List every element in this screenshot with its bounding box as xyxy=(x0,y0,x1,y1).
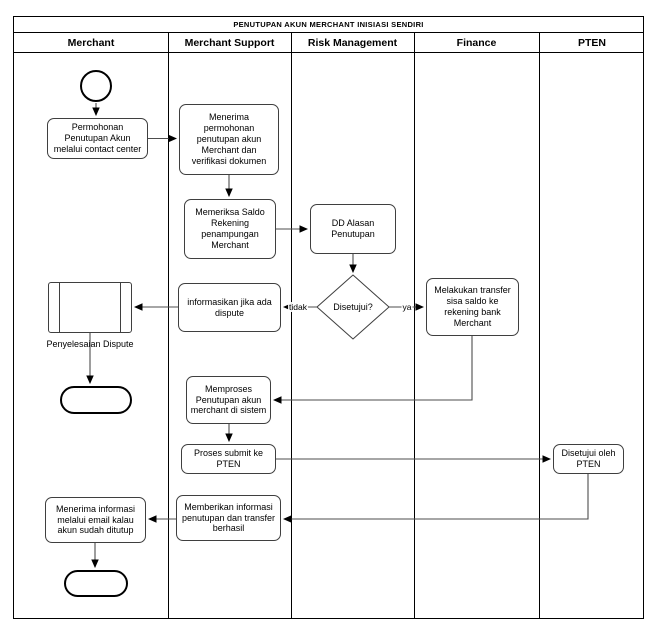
node-memeriksa-saldo: Memeriksa Saldo Rekening penampungan Mer… xyxy=(184,199,276,259)
lane-divider-2 xyxy=(291,33,292,618)
subprocess-right-bar xyxy=(120,283,121,332)
node-permohonan-penutupan: Permohonan Penutupan Akun melalui contac… xyxy=(47,118,148,159)
edge-label-tidak: tidak xyxy=(288,302,308,312)
end-event-dispute xyxy=(60,386,132,414)
lane-header-merchant-support: Merchant Support xyxy=(184,37,275,49)
label-penyelesaian-dispute: Penyelesaian Dispute xyxy=(46,339,134,349)
lane-divider-4 xyxy=(539,33,540,618)
lane-divider-3 xyxy=(414,33,415,618)
start-event-circle xyxy=(80,70,112,102)
lane-header-pten: PTEN xyxy=(577,37,606,49)
node-memproses-penutupan: Memproses Penutupan akun merchant di sis… xyxy=(186,376,271,424)
decision-disetujui: Disetujui? xyxy=(333,302,373,312)
diagram-frame: PENUTUPAN AKUN MERCHANT INISIASI SENDIRI… xyxy=(13,16,644,619)
lane-header-risk-management: Risk Management xyxy=(307,37,398,49)
node-informasikan-dispute: informasikan jika ada dispute xyxy=(178,283,281,332)
node-proses-submit: Proses submit ke PTEN xyxy=(181,444,276,474)
node-menerima-permohonan: Menerima permohonan penutupan akun Merch… xyxy=(179,104,279,175)
subprocess-penyelesaian-dispute xyxy=(48,282,132,333)
diagram-title: PENUTUPAN AKUN MERCHANT INISIASI SENDIRI xyxy=(14,17,643,33)
lane-header-finance: Finance xyxy=(456,37,497,49)
edge-label-ya: ya xyxy=(401,302,413,312)
end-event-final xyxy=(64,570,128,597)
lane-header-row: Merchant Merchant Support Risk Managemen… xyxy=(14,33,643,53)
lane-header-merchant: Merchant xyxy=(67,37,115,49)
node-dd-alasan: DD Alasan Penutupan xyxy=(310,204,396,254)
node-memberikan-informasi: Memberikan informasi penutupan dan trans… xyxy=(176,495,281,541)
node-menerima-informasi: Menerima informasi melalui email kalau a… xyxy=(45,497,146,543)
subprocess-left-bar xyxy=(59,283,60,332)
lane-divider-1 xyxy=(168,33,169,618)
node-melakukan-transfer: Melakukan transfer sisa saldo ke rekenin… xyxy=(426,278,519,336)
node-disetujui-pten: Disetujui oleh PTEN xyxy=(553,444,624,474)
